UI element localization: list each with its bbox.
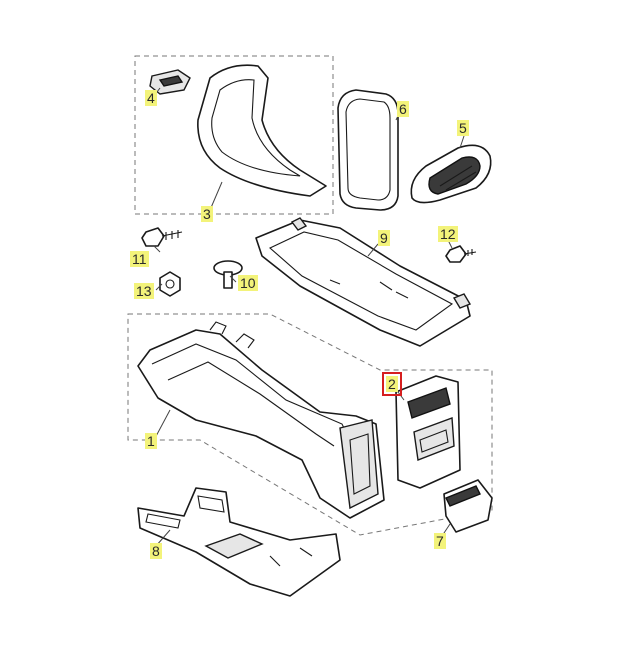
callout-1[interactable]: 1 xyxy=(145,433,157,449)
part-11-bolt[interactable] xyxy=(141,227,183,247)
part-5-air-vent[interactable] xyxy=(410,144,492,204)
callout-4[interactable]: 4 xyxy=(145,90,157,106)
callout-8[interactable]: 8 xyxy=(150,543,162,559)
callout-3[interactable]: 3 xyxy=(201,206,213,222)
part-8-bottom-tray[interactable] xyxy=(137,487,341,597)
callout-10[interactable]: 10 xyxy=(238,275,258,291)
callout-13[interactable]: 13 xyxy=(134,283,154,299)
callout-9[interactable]: 9 xyxy=(378,230,390,246)
part-12-screw[interactable] xyxy=(445,245,477,263)
callout-7[interactable]: 7 xyxy=(434,533,446,549)
part-13-nut[interactable] xyxy=(159,271,181,297)
callout-6[interactable]: 6 xyxy=(397,101,409,117)
callout-12[interactable]: 12 xyxy=(438,226,458,242)
part-9-upper-tray[interactable] xyxy=(255,217,472,347)
part-1-console-body[interactable] xyxy=(137,321,385,519)
part-7-cover[interactable] xyxy=(443,479,493,533)
callout-2[interactable]: 2 xyxy=(382,372,402,396)
part-6-armrest-pad[interactable] xyxy=(337,89,399,211)
part-2-rear-panel[interactable] xyxy=(395,375,461,489)
part-10-fastener[interactable] xyxy=(213,260,243,289)
part-3-trim-surround[interactable] xyxy=(197,64,327,197)
callout-11[interactable]: 11 xyxy=(130,251,149,267)
group-outline-upper xyxy=(134,55,334,215)
callout-5[interactable]: 5 xyxy=(457,120,469,136)
